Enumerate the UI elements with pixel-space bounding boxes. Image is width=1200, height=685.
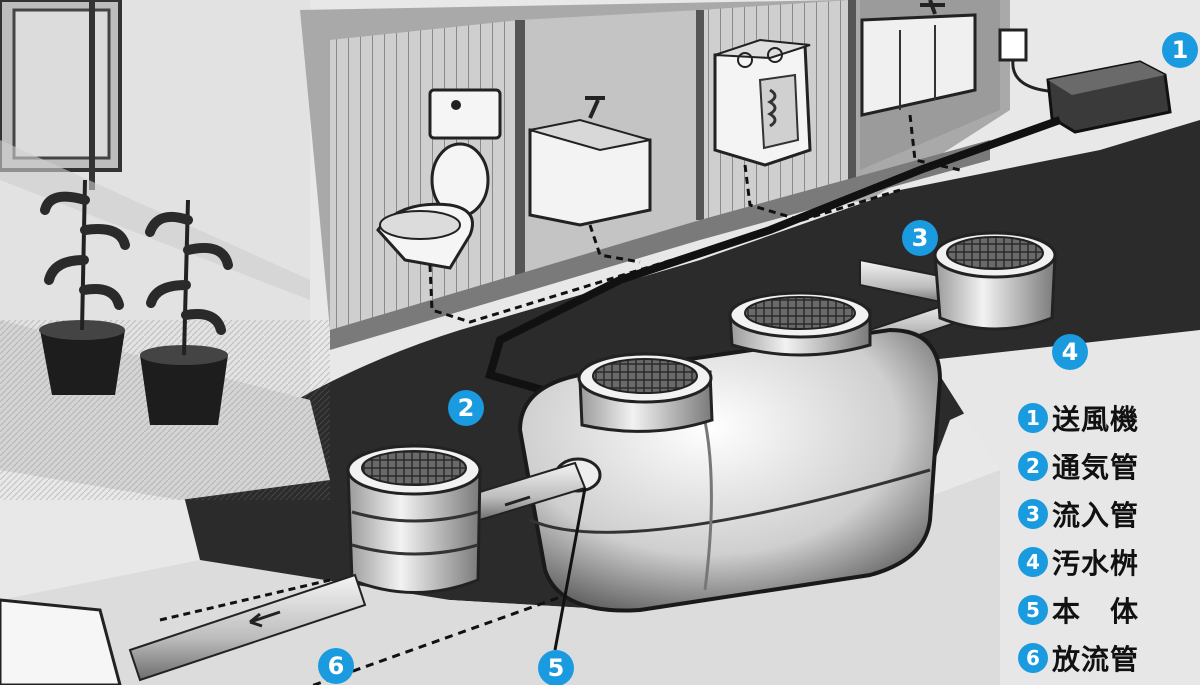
potted-plant-right (140, 199, 233, 425)
marker-3-inflow-pipe: 3 (902, 220, 938, 256)
legend-number: 3 (1018, 499, 1048, 529)
legend-item-inflow-pipe: 3 流入管 (1018, 490, 1198, 538)
legend-label: 流入管 (1052, 499, 1140, 532)
legend-number: 1 (1018, 403, 1048, 433)
toilet (376, 88, 502, 270)
legend-item-blower: 1 送風機 (1018, 394, 1198, 442)
legend-item-sewage-manhole: 4 汚水桝 (1018, 538, 1198, 586)
wash-basin (528, 96, 652, 227)
marker-5-tank-body: 5 (538, 650, 574, 685)
legend-label: 通気管 (1052, 451, 1140, 484)
legend-item-tank-body: 5 本 体 (1018, 586, 1198, 634)
legend-number: 2 (1018, 451, 1048, 481)
marker-4-sewage-manhole: 4 (1052, 334, 1088, 370)
legend-number: 4 (1018, 547, 1048, 577)
sewage-manhole-lower (346, 444, 482, 594)
legend-item-vent-pipe: 2 通気管 (1018, 442, 1198, 490)
legend-item-discharge-pipe: 6 放流管 (1018, 634, 1198, 682)
legend-number: 6 (1018, 643, 1048, 673)
kitchen-sink-cabinet (860, 0, 977, 117)
legend-label: 放流管 (1052, 643, 1140, 676)
marker-6-discharge-pipe: 6 (318, 648, 354, 684)
drain-lines (159, 114, 961, 622)
potted-plant-left (39, 179, 130, 395)
legend-number: 5 (1018, 595, 1048, 625)
legend-label: 本 体 (1052, 595, 1140, 628)
legend-label: 汚水桝 (1052, 547, 1140, 580)
leader-line-5 (553, 487, 587, 651)
blower-unit (998, 28, 1172, 134)
septic-tank-body (517, 291, 943, 613)
legend-label: 送風機 (1052, 403, 1140, 436)
kitchen-appliance (713, 38, 812, 167)
marker-2-vent-pipe: 2 (448, 390, 484, 426)
discharge-pipe (128, 495, 531, 682)
concrete-slab (0, 598, 122, 685)
marker-1-blower: 1 (1162, 32, 1198, 68)
legend: 1 送風機 2 通気管 3 流入管 4 汚水桝 5 本 体 6 放流管 (1018, 394, 1198, 682)
sewage-manhole-upper (933, 231, 1057, 331)
